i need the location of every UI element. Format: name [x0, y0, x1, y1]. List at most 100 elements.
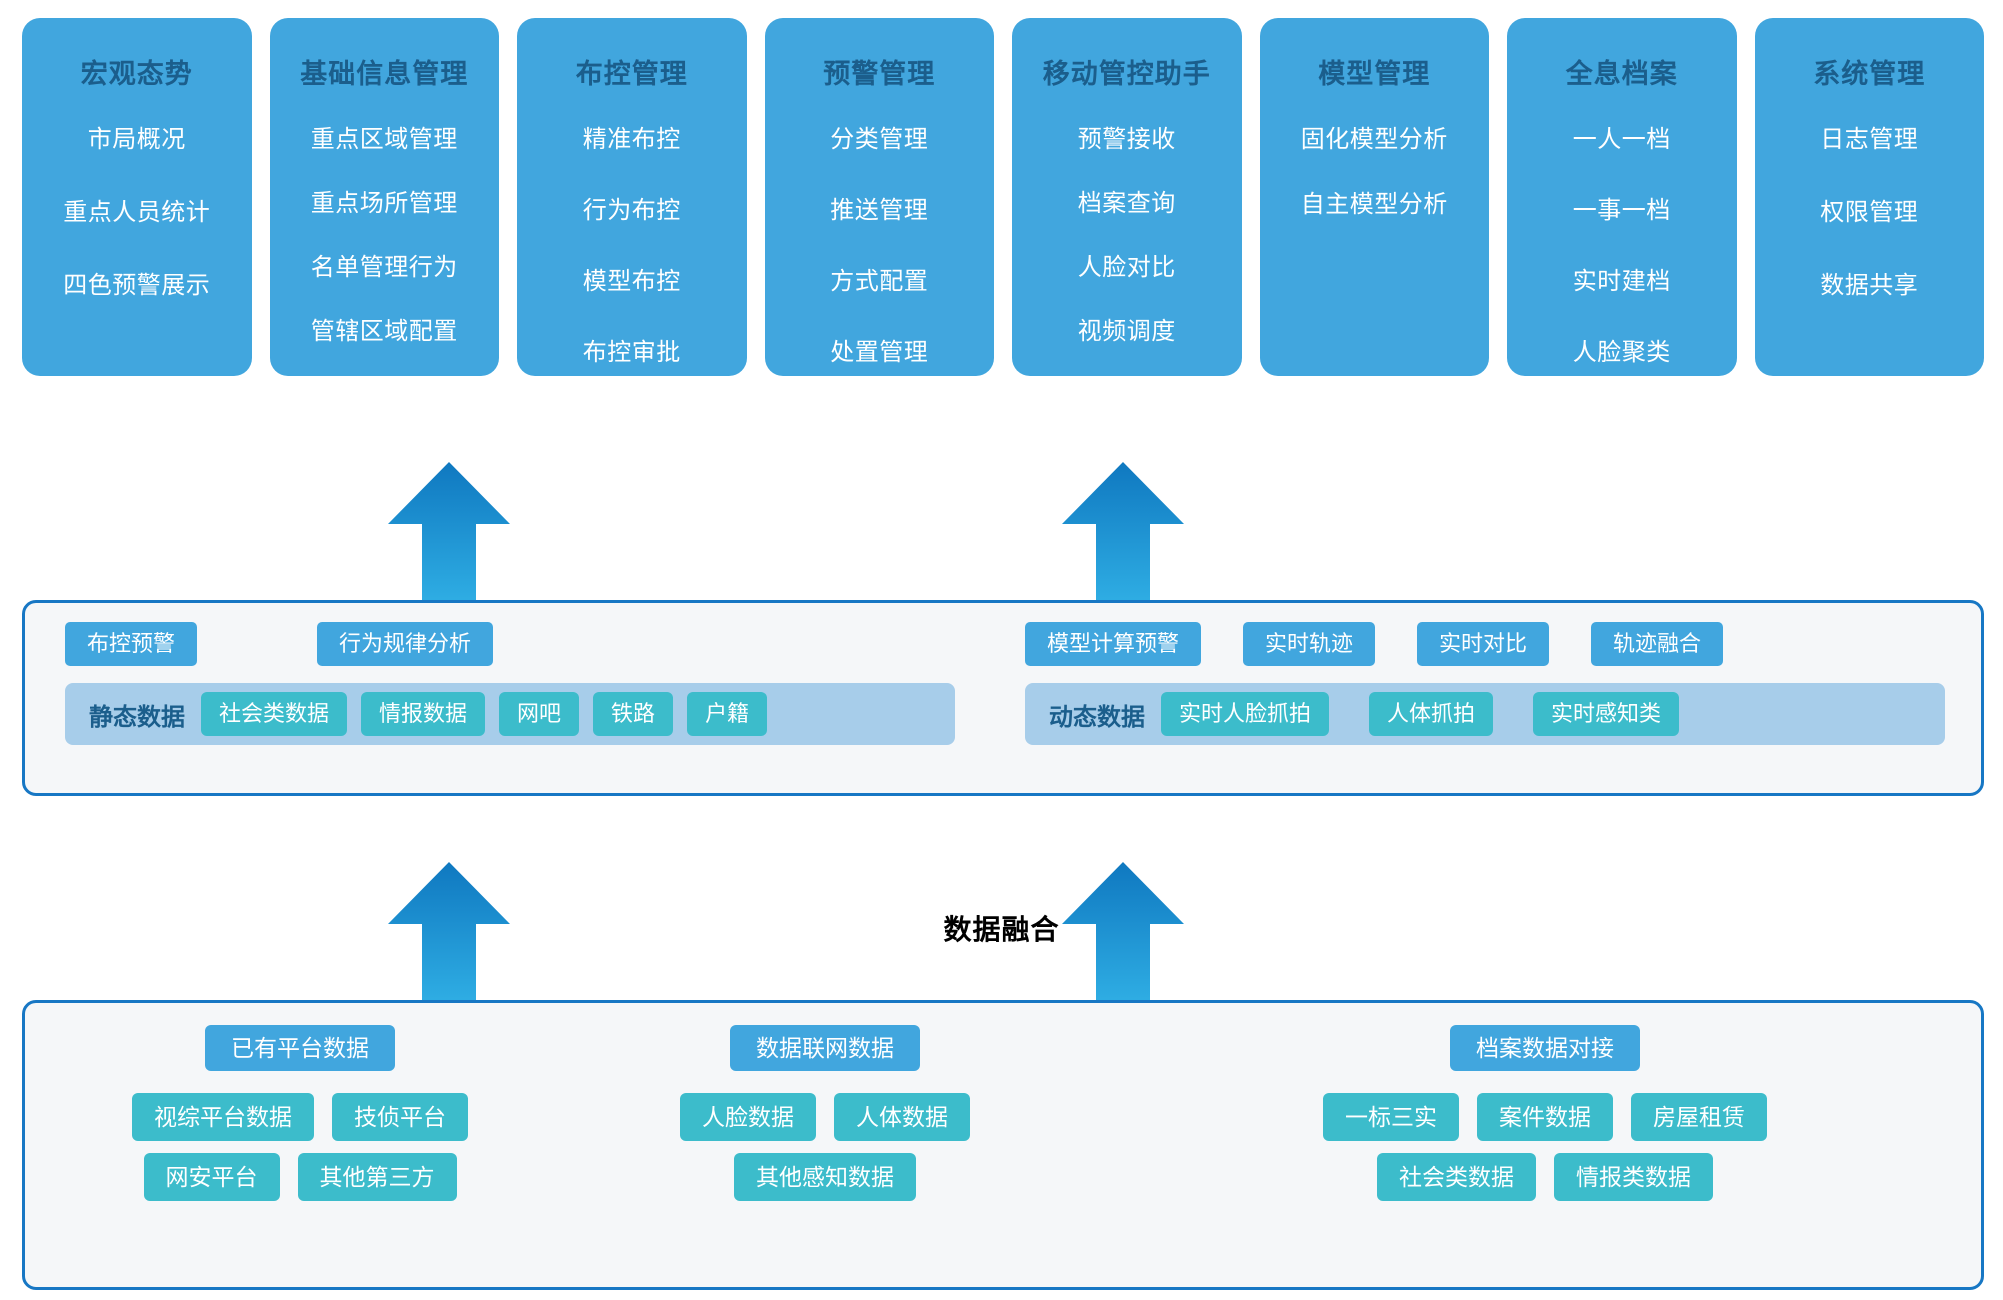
module-card[interactable]: 基础信息管理重点区域管理重点场所管理名单管理行为管辖区域配置人员等级划分 — [269, 18, 499, 409]
module-item[interactable]: 人脸对比 — [1077, 254, 1176, 281]
source-chip-row: 人脸数据人体数据 — [595, 1093, 1055, 1141]
source-chip-row: 网安平台其他第三方 — [55, 1153, 545, 1201]
module-card-row: 宏观态势市局概况重点人员统计四色预警展示基础信息管理重点区域管理重点场所管理名单… — [22, 18, 1985, 409]
data-source-band: 已有平台数据视综平台数据技侦平台网安平台其他第三方 数据联网数据人脸数据人体数据… — [22, 1000, 1984, 1290]
capability-pill[interactable]: 轨迹融合 — [1591, 622, 1724, 666]
data-fusion-band: 布控预警行为规律分析 静态数据 社会类数据情报数据网吧铁路户籍 模型计算预警实时… — [22, 600, 1984, 796]
module-item[interactable]: 市局概况 — [87, 126, 186, 153]
data-chip[interactable]: 实时人脸抓拍 — [1161, 692, 1330, 736]
module-item[interactable]: 人员等级划分 — [310, 382, 458, 409]
module-item[interactable]: 预警接收 — [1077, 126, 1176, 153]
module-item[interactable]: 权限管理 — [1820, 199, 1919, 226]
module-item[interactable]: 精准布控 — [582, 126, 681, 153]
capability-pill[interactable]: 布控预警 — [65, 622, 198, 666]
module-item[interactable]: 名单管理行为 — [310, 254, 458, 281]
module-card[interactable]: 布控管理精准布控行为布控模型布控布控审批 — [517, 18, 747, 376]
module-card[interactable]: 模型管理固化模型分析自主模型分析 — [1259, 18, 1490, 376]
source-chip[interactable]: 技侦平台 — [332, 1093, 468, 1141]
capability-pill[interactable]: 实时轨迹 — [1243, 622, 1376, 666]
module-item-list: 精准布控行为布控模型布控布控审批 — [517, 93, 747, 367]
source-chip-row: 其他感知数据 — [595, 1153, 1055, 1201]
source-chip[interactable]: 人体数据 — [834, 1093, 970, 1141]
module-card-title: 移动管控助手 — [1042, 59, 1211, 89]
module-card[interactable]: 宏观态势市局概况重点人员统计四色预警展示 — [22, 18, 252, 376]
module-item[interactable]: 重点场所管理 — [310, 190, 458, 217]
module-item[interactable]: 实时建档 — [1572, 268, 1671, 295]
module-item[interactable]: 人脸聚类 — [1572, 339, 1671, 366]
static-chip-list: 社会类数据情报数据网吧铁路户籍 — [201, 692, 768, 736]
arrow-dynamic-to-modules — [1062, 462, 1184, 604]
module-card[interactable]: 预警管理分类管理推送管理方式配置处置管理 — [764, 18, 995, 376]
source-chip[interactable]: 其他第三方 — [297, 1153, 457, 1201]
module-item[interactable]: 四色预警展示 — [63, 272, 211, 299]
dynamic-data-section: 模型计算预警实时轨迹实时对比轨迹融合 动态数据 实时人脸抓拍人体抓拍实时感知类 — [1025, 621, 1945, 781]
module-card-title: 模型管理 — [1318, 59, 1431, 89]
data-chip[interactable]: 人体抓拍 — [1369, 692, 1494, 736]
source-chip[interactable]: 视综平台数据 — [132, 1093, 314, 1141]
module-item[interactable]: 推送管理 — [830, 197, 929, 224]
module-item[interactable]: 方式配置 — [830, 268, 929, 295]
module-item[interactable]: 管辖区域配置 — [310, 318, 458, 345]
module-item[interactable]: 一事一档 — [1572, 197, 1671, 224]
data-chip[interactable]: 情报数据 — [361, 692, 486, 736]
module-item[interactable]: 布控审批 — [582, 339, 681, 366]
module-item-list: 市局概况重点人员统计四色预警展示 — [22, 93, 252, 300]
module-item-list: 分类管理推送管理方式配置处置管理 — [765, 93, 995, 367]
source-group-header[interactable]: 数据联网数据 — [730, 1025, 920, 1071]
module-item[interactable]: 分类管理 — [830, 126, 929, 153]
module-item[interactable]: 日志管理 — [1820, 126, 1919, 153]
source-chip[interactable]: 网安平台 — [143, 1153, 280, 1201]
data-chip[interactable]: 户籍 — [687, 692, 768, 736]
source-chip-row: 一标三实案件数据房屋租赁 — [1135, 1093, 1955, 1141]
module-item-list: 日志管理权限管理数据共享 — [1755, 93, 1985, 300]
module-item[interactable]: 轨迹分析 — [1077, 382, 1176, 409]
data-chip[interactable]: 铁路 — [593, 692, 674, 736]
capability-pill[interactable]: 行为规律分析 — [317, 622, 494, 666]
module-item[interactable]: 重点区域管理 — [310, 126, 458, 153]
module-item[interactable]: 视频调度 — [1077, 318, 1176, 345]
module-item-list: 固化模型分析自主模型分析 — [1260, 93, 1490, 219]
source-chip[interactable]: 一标三实 — [1323, 1093, 1459, 1141]
module-item[interactable]: 处置管理 — [830, 339, 929, 366]
source-chip[interactable]: 其他感知数据 — [734, 1153, 916, 1201]
source-group-header[interactable]: 档案数据对接 — [1450, 1025, 1640, 1071]
source-chip[interactable]: 人脸数据 — [680, 1093, 816, 1141]
source-chip[interactable]: 案件数据 — [1477, 1093, 1613, 1141]
data-chip[interactable]: 实时感知类 — [1533, 692, 1680, 736]
module-card-title: 系统管理 — [1813, 59, 1926, 89]
module-item[interactable]: 档案查询 — [1077, 190, 1176, 217]
module-item-list: 一人一档一事一档实时建档人脸聚类 — [1507, 93, 1737, 367]
module-card[interactable]: 全息档案一人一档一事一档实时建档人脸聚类 — [1507, 18, 1737, 376]
source-chip[interactable]: 社会类数据 — [1377, 1153, 1536, 1201]
module-card-title: 布控管理 — [575, 59, 688, 89]
source-chip-rows: 人脸数据人体数据其他感知数据 — [595, 1093, 1055, 1201]
dynamic-group-label: 动态数据 — [1049, 703, 1145, 731]
module-card-title: 基础信息管理 — [300, 59, 469, 89]
capability-pill[interactable]: 模型计算预警 — [1025, 622, 1202, 666]
module-item[interactable]: 一人一档 — [1572, 126, 1671, 153]
source-chip-row: 视综平台数据技侦平台 — [55, 1093, 545, 1141]
module-item[interactable]: 模型布控 — [582, 268, 681, 295]
source-group-header[interactable]: 已有平台数据 — [205, 1025, 395, 1071]
module-item[interactable]: 固化模型分析 — [1300, 126, 1448, 153]
source-chip[interactable]: 房屋租赁 — [1631, 1093, 1767, 1141]
module-item[interactable]: 自主模型分析 — [1300, 191, 1448, 218]
module-item-list: 预警接收档案查询人脸对比视频调度轨迹分析 — [1012, 93, 1242, 410]
source-chip[interactable]: 情报类数据 — [1554, 1153, 1713, 1201]
source-column-network-data: 数据联网数据人脸数据人体数据其他感知数据 — [595, 1025, 1055, 1269]
capability-pill[interactable]: 实时对比 — [1417, 622, 1550, 666]
module-item[interactable]: 行为布控 — [582, 197, 681, 224]
dynamic-capability-row: 模型计算预警实时轨迹实时对比轨迹融合 — [1025, 621, 1945, 667]
module-card-title: 预警管理 — [823, 59, 936, 89]
source-chip-rows: 一标三实案件数据房屋租赁社会类数据情报类数据 — [1135, 1093, 1955, 1201]
static-data-group: 静态数据 社会类数据情报数据网吧铁路户籍 — [65, 683, 955, 745]
module-item[interactable]: 重点人员统计 — [63, 199, 211, 226]
data-chip[interactable]: 社会类数据 — [201, 692, 348, 736]
module-card-title: 全息档案 — [1565, 59, 1678, 89]
data-chip[interactable]: 网吧 — [499, 692, 580, 736]
module-card[interactable]: 系统管理日志管理权限管理数据共享 — [1754, 18, 1985, 376]
module-card[interactable]: 移动管控助手预警接收档案查询人脸对比视频调度轨迹分析 — [1012, 18, 1242, 409]
dynamic-data-group: 动态数据 实时人脸抓拍人体抓拍实时感知类 — [1025, 683, 1945, 745]
module-item[interactable]: 数据共享 — [1820, 272, 1919, 299]
